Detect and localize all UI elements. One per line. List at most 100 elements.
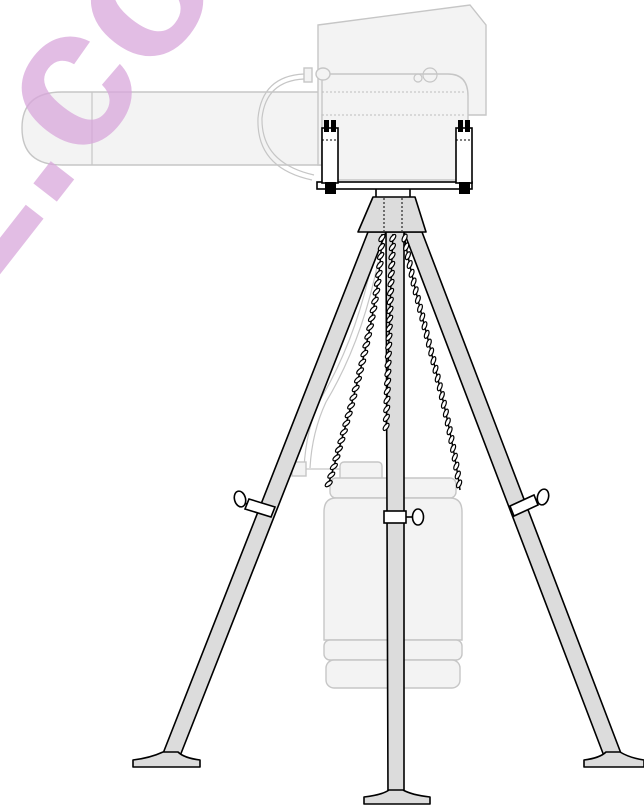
chain-link xyxy=(387,287,395,297)
gas-hose-lower xyxy=(303,261,373,469)
tripod-head xyxy=(357,187,427,233)
chain-link xyxy=(385,332,393,342)
top-valve xyxy=(303,67,313,83)
chain-link xyxy=(454,470,461,480)
chain-link xyxy=(378,233,386,243)
chain-link xyxy=(425,338,432,348)
gas-hose-lower-inner xyxy=(309,261,379,469)
chain-link xyxy=(455,479,463,489)
clamp-left-strap xyxy=(321,127,339,184)
chain-link xyxy=(444,417,451,427)
leg-lock-right xyxy=(508,488,551,518)
chain-link xyxy=(353,375,363,384)
chain-link xyxy=(329,462,339,471)
gas-hose-top-inner xyxy=(261,78,315,176)
gas-hose-top xyxy=(257,73,313,181)
chain-link xyxy=(388,251,396,261)
chain-link xyxy=(364,332,373,340)
chain-link xyxy=(332,454,341,462)
body-knob-small xyxy=(413,73,423,83)
thumb-screw-left-icon[interactable] xyxy=(233,490,248,508)
leg-lock-center-collar xyxy=(383,510,407,524)
bracket-base-bar xyxy=(316,181,473,190)
clamp-left xyxy=(321,120,339,194)
chain-link xyxy=(449,443,457,453)
chain-link xyxy=(389,233,397,243)
gas-cylinder-ghost xyxy=(291,261,463,689)
clamp-right xyxy=(455,120,473,194)
chain-link xyxy=(383,386,391,396)
leg-locks xyxy=(233,488,551,526)
leg-lock-right-collar xyxy=(508,493,540,518)
chain-link xyxy=(384,368,392,378)
chain-link xyxy=(383,395,391,405)
chain-link xyxy=(451,452,458,462)
chain-link xyxy=(423,329,430,339)
chain-link xyxy=(404,251,411,261)
body-knob-large xyxy=(422,67,438,83)
chain-link xyxy=(430,356,437,366)
leg-lock-left xyxy=(233,490,277,518)
chain-link xyxy=(386,296,394,306)
chain-link xyxy=(375,269,383,278)
chain-link xyxy=(347,402,356,410)
chain-link xyxy=(339,428,348,436)
leg-lock-left-collar xyxy=(243,498,277,518)
chain-link xyxy=(388,242,397,252)
chain-link xyxy=(388,260,396,270)
chain-link xyxy=(344,410,353,419)
chain-link xyxy=(419,312,426,322)
chain-link xyxy=(377,242,386,252)
chain-link xyxy=(376,251,385,261)
safety-chains xyxy=(324,233,463,491)
thumb-screw-right-icon[interactable] xyxy=(536,488,551,506)
clamp-right-screw-a xyxy=(458,120,463,132)
chain-link xyxy=(358,358,367,367)
chain-link xyxy=(448,434,455,445)
clamp-left-foot xyxy=(325,182,336,194)
chain-link xyxy=(417,303,423,313)
tripod-legs xyxy=(132,231,644,805)
chain-link xyxy=(453,461,460,471)
chain-link xyxy=(403,242,410,252)
clamp-right-foot xyxy=(459,182,470,194)
chain-link xyxy=(436,382,443,392)
chain-link xyxy=(384,350,392,360)
thumb-screw-center-icon[interactable] xyxy=(411,508,425,526)
chain-link xyxy=(442,408,449,418)
chain-link xyxy=(438,391,445,401)
chain-link xyxy=(367,314,376,323)
clamp-left-screw-a xyxy=(324,120,329,132)
chain-link xyxy=(349,393,358,401)
chain-link xyxy=(327,471,336,479)
chain-link xyxy=(362,340,371,349)
chain-link xyxy=(384,359,392,369)
chain-link xyxy=(373,278,382,287)
chain-link xyxy=(360,349,369,358)
tripod-hub xyxy=(357,196,427,233)
clamp-right-screw-b xyxy=(465,120,470,132)
chain-link xyxy=(351,384,360,393)
main-body xyxy=(321,73,469,181)
top-valve-cap xyxy=(315,67,331,81)
chain-link xyxy=(387,269,395,279)
chain-link xyxy=(406,259,413,270)
leg-lock-center xyxy=(383,508,425,526)
clamp-right-strap xyxy=(455,127,473,184)
chain-link xyxy=(446,426,453,436)
chain-link xyxy=(385,323,393,333)
chain-link xyxy=(382,413,390,423)
chain-link xyxy=(342,419,351,427)
chain-link xyxy=(408,268,415,278)
chain-link xyxy=(421,321,428,331)
chain-link xyxy=(385,341,393,351)
chain-link xyxy=(371,296,379,305)
chain-link xyxy=(383,404,391,414)
chain-link xyxy=(337,436,346,445)
clamp-left-screw-b xyxy=(331,120,336,132)
chain-link xyxy=(432,364,439,374)
mounting-bracket xyxy=(316,120,473,194)
chain-link xyxy=(428,347,435,357)
